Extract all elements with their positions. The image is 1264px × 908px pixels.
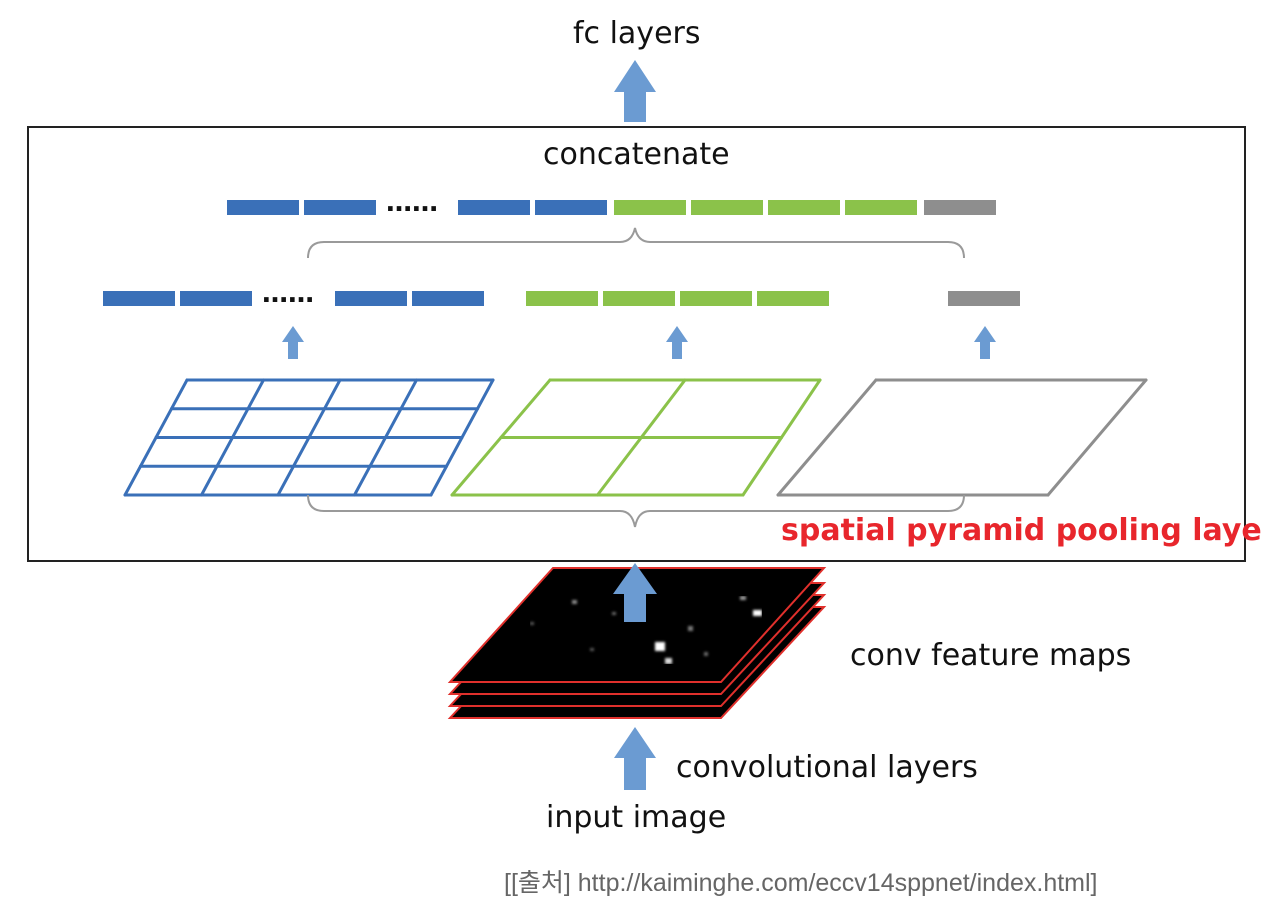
level-ellipsis: …… [262, 279, 314, 309]
pool-bin-blue [335, 291, 407, 306]
input-image-label: input image [546, 800, 727, 835]
pool-bin-gray [948, 291, 1020, 306]
concat-bin-blue [458, 200, 530, 215]
brace-lower [307, 494, 965, 528]
pool-bin-green [526, 291, 598, 306]
grid-col-line [276, 378, 342, 497]
pool-bin-blue [412, 291, 484, 306]
pooled-vector-level-2x2 [526, 291, 829, 306]
grid-col-line [596, 378, 687, 497]
pool-bin-green [680, 291, 752, 306]
conv-feature-maps-label: conv feature maps [850, 638, 1132, 673]
grid-col-line [353, 378, 418, 497]
arrow-up-small-icon [974, 326, 996, 359]
feature-map-layer [447, 567, 827, 683]
pool-bin-blue [180, 291, 252, 306]
pool-bin-green [603, 291, 675, 306]
concat-bin-blue [304, 200, 376, 215]
grid-col-line [776, 378, 878, 497]
pooling-grid-1x1 [776, 378, 1148, 497]
pooling-grid-2x2 [450, 378, 822, 497]
spp-layer-label: spatial pyramid pooling layer [781, 513, 1264, 548]
pooled-vector-level-4x4 [103, 291, 484, 306]
arrow-up-small-icon [666, 326, 688, 359]
concat-bin-blue [227, 200, 299, 215]
arrow-up-spp-icon [613, 563, 657, 622]
pooled-vector-level-1x1 [948, 291, 1020, 306]
concat-bin-gray [924, 200, 996, 215]
grid-col-line [1046, 378, 1148, 497]
arrow-up-small-icon [282, 326, 304, 359]
concatenate-label: concatenate [543, 137, 730, 172]
grid-col-line [429, 378, 495, 497]
grid-col-line [741, 378, 822, 497]
spp-layer-box [27, 126, 1246, 562]
feature-activations [530, 596, 762, 664]
pool-bin-blue [103, 291, 175, 306]
pool-bin-green [757, 291, 829, 306]
source-caption: [[출처] http://kaiminghe.com/eccv14sppnet/… [504, 869, 1098, 897]
concat-bin-green [614, 200, 686, 215]
pooling-grid-4x4 [123, 378, 495, 497]
concat-ellipsis: …… [386, 188, 438, 218]
arrow-up-fc-icon [614, 60, 656, 122]
concat-bin-green [691, 200, 763, 215]
concat-bin-blue [535, 200, 607, 215]
concat-bin-green [845, 200, 917, 215]
arrow-up-conv-icon [614, 727, 656, 790]
convolutional-layers-label: convolutional layers [676, 750, 978, 785]
fc-layers-label: fc layers [573, 16, 701, 51]
brace-upper [307, 227, 965, 259]
concat-bin-green [768, 200, 840, 215]
concatenated-vector [227, 200, 996, 215]
conv-feature-maps-stack [447, 567, 827, 719]
